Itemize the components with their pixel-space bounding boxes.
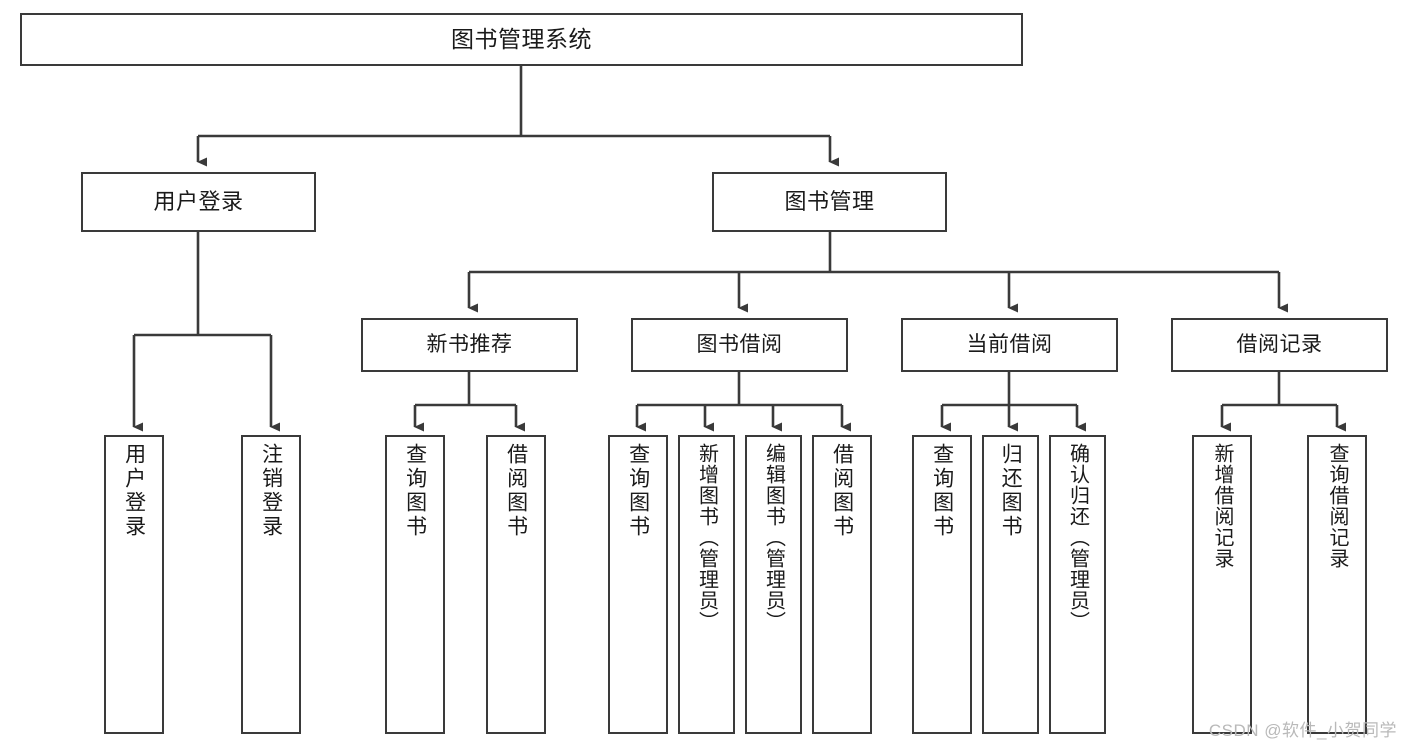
node-label: 用户登录	[122, 443, 146, 539]
leaf-borrow-query-book[interactable]: 查询图书	[608, 435, 668, 734]
leaf-current-return-book[interactable]: 归还图书	[982, 435, 1039, 734]
leaf-record-query-record[interactable]: 查询借阅记录	[1307, 435, 1367, 734]
node-label: 确认归还（管理员）	[1066, 443, 1089, 632]
node-label: 查询借阅记录	[1326, 443, 1348, 569]
node-book-borrow[interactable]: 图书借阅	[631, 318, 848, 372]
node-label: 新书推荐	[426, 332, 513, 356]
node-label: 借阅记录	[1236, 332, 1323, 356]
node-label: 归还图书	[999, 443, 1023, 539]
node-current-borrow[interactable]: 当前借阅	[901, 318, 1118, 372]
node-root-system[interactable]: 图书管理系统	[20, 13, 1023, 66]
node-label: 图书管理	[784, 189, 875, 215]
csdn-watermark: CSDN @软件_小贺同学	[1208, 721, 1397, 740]
node-label: 查询图书	[930, 443, 954, 539]
node-label: 图书借阅	[696, 332, 783, 356]
leaf-borrow-add-book-admin[interactable]: 新增图书（管理员）	[678, 435, 735, 734]
node-label: 用户登录	[153, 189, 244, 215]
leaf-current-query-book[interactable]: 查询图书	[912, 435, 972, 734]
leaf-borrow-edit-book-admin[interactable]: 编辑图书（管理员）	[745, 435, 802, 734]
leaf-user-login-signout[interactable]: 注销登录	[241, 435, 301, 734]
node-label: 图书管理系统	[451, 25, 592, 52]
leaf-current-confirm-return-admin[interactable]: 确认归还（管理员）	[1049, 435, 1106, 734]
node-label: 借阅图书	[830, 443, 854, 539]
node-book-management[interactable]: 图书管理	[712, 172, 947, 232]
node-label: 编辑图书（管理员）	[762, 443, 785, 632]
node-label: 查询图书	[626, 443, 650, 539]
leaf-recommend-query-book[interactable]: 查询图书	[385, 435, 445, 734]
node-label: 当前借阅	[966, 332, 1053, 356]
node-label: 借阅图书	[504, 443, 528, 539]
leaf-borrow-borrow-book[interactable]: 借阅图书	[812, 435, 872, 734]
node-label: 新增图书（管理员）	[695, 443, 718, 632]
node-label: 查询图书	[403, 443, 427, 539]
node-label: 注销登录	[259, 443, 283, 539]
leaf-recommend-borrow-book[interactable]: 借阅图书	[486, 435, 546, 734]
leaf-record-add-record[interactable]: 新增借阅记录	[1192, 435, 1252, 734]
node-user-login[interactable]: 用户登录	[81, 172, 316, 232]
leaf-user-login-signin[interactable]: 用户登录	[104, 435, 164, 734]
node-borrow-record[interactable]: 借阅记录	[1171, 318, 1388, 372]
node-label: 新增借阅记录	[1211, 443, 1233, 569]
node-new-book-recommend[interactable]: 新书推荐	[361, 318, 578, 372]
